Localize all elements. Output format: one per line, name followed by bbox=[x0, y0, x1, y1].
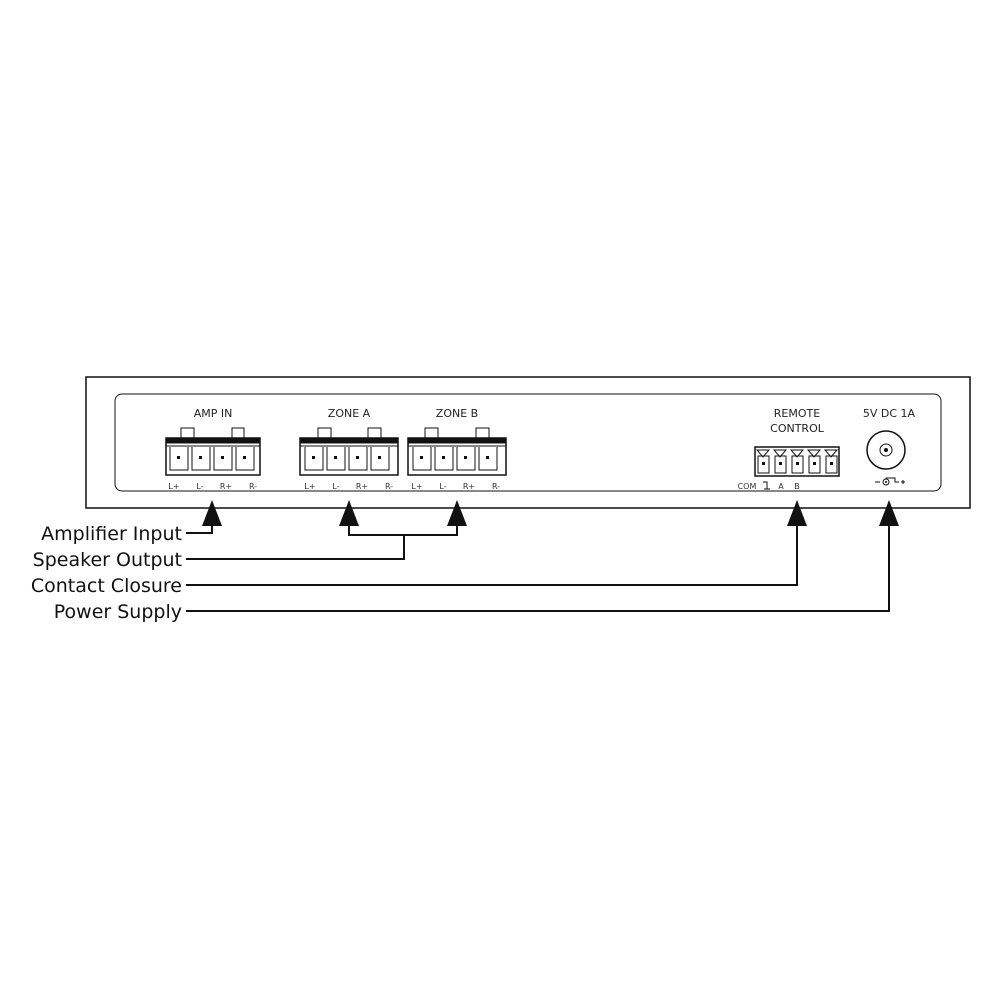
power-supply-label: Power Supply bbox=[54, 601, 182, 623]
zone-a-pin-3: R+ bbox=[356, 482, 368, 491]
power-jack: 5V DC 1A bbox=[863, 407, 916, 486]
zone-b-screw-holes bbox=[412, 447, 498, 471]
remote-pin-com: COM bbox=[738, 482, 757, 491]
remote-control-connector: REMOTE CONTROL COM A B bbox=[738, 407, 840, 492]
remote-pin-b: B bbox=[794, 482, 800, 491]
amp-in-pin-4: R- bbox=[249, 482, 257, 491]
zone-a-label: ZONE A bbox=[328, 407, 371, 420]
remote-control-label-line2: CONTROL bbox=[770, 422, 825, 435]
chassis-outline bbox=[85, 376, 971, 509]
zone-a-screw-holes bbox=[304, 447, 390, 471]
zone-a-pin-2: L- bbox=[332, 482, 339, 491]
remote-pin-a: A bbox=[778, 482, 784, 491]
zone-b-label: ZONE B bbox=[436, 407, 478, 420]
zone-a-terminal-block: ZONE A L+ L- R+ R- bbox=[299, 407, 399, 491]
amp-in-screw-holes bbox=[169, 447, 255, 471]
arrowhead-icon bbox=[339, 500, 359, 526]
arrowhead-icon bbox=[447, 500, 467, 526]
amp-in-label: AMP IN bbox=[194, 407, 233, 420]
callout-contact-closure: Contact Closure bbox=[31, 500, 807, 597]
arrowhead-icon bbox=[202, 500, 222, 526]
polarity-symbol-icon bbox=[875, 477, 905, 486]
callout-speaker-output: Speaker Output bbox=[33, 500, 467, 571]
amp-in-pin-2: L- bbox=[196, 482, 203, 491]
speaker-output-label: Speaker Output bbox=[33, 549, 182, 571]
contact-closure-label: Contact Closure bbox=[31, 575, 182, 597]
amp-in-pin-3: R+ bbox=[220, 482, 232, 491]
amp-in-pin-1: L+ bbox=[168, 482, 179, 491]
ground-symbol-icon bbox=[763, 481, 770, 492]
amp-in-terminal-block: AMP IN L+ L- R+ R- bbox=[165, 407, 261, 491]
zone-a-pin-4: R- bbox=[385, 482, 393, 491]
zone-b-pin-2: L- bbox=[439, 482, 446, 491]
panel-inset bbox=[114, 393, 942, 492]
amplifier-input-label: Amplifier Input bbox=[41, 523, 182, 545]
arrowhead-icon bbox=[879, 500, 899, 526]
zone-b-pin-4: R- bbox=[492, 482, 500, 491]
zone-a-pin-1: L+ bbox=[304, 482, 315, 491]
zone-b-pin-1: L+ bbox=[411, 482, 422, 491]
remote-control-label-line1: REMOTE bbox=[774, 407, 820, 420]
callout-power-supply: Power Supply bbox=[54, 500, 899, 623]
power-jack-label: 5V DC 1A bbox=[863, 407, 916, 420]
zone-b-terminal-block: ZONE B L+ L- R+ R- bbox=[407, 407, 507, 491]
remote-control-contacts bbox=[755, 449, 839, 474]
callout-amplifier-input: Amplifier Input bbox=[41, 500, 222, 545]
arrowhead-icon bbox=[787, 500, 807, 526]
zone-b-pin-3: R+ bbox=[463, 482, 475, 491]
